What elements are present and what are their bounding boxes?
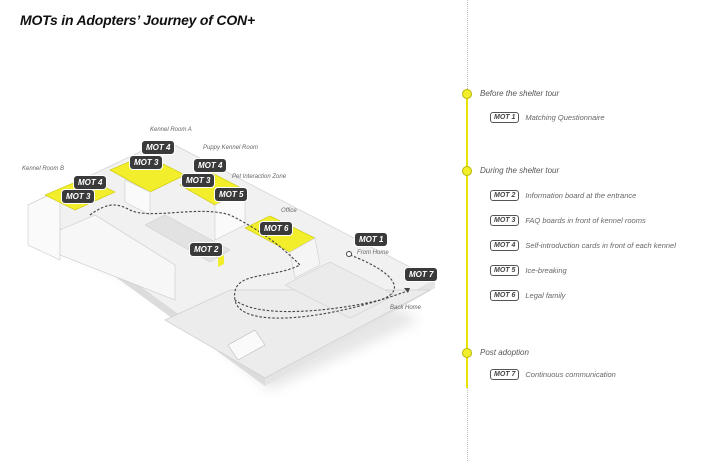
timeline-item: MOT 5 Ice-breaking (490, 265, 567, 276)
page-title: MOTs in Adopters’ Journey of CON+ (20, 12, 255, 28)
timeline-active-line (466, 94, 468, 388)
label-puppy-kennel-room: Puppy Kennel Room (203, 145, 259, 151)
mot-description: FAQ boards in front of kennel rooms (525, 216, 646, 225)
mot-badge: MOT 6 (490, 290, 520, 301)
mot-badge: MOT 4 (490, 240, 520, 251)
tag-kennel-b-mot3: MOT 3 (62, 190, 95, 203)
mot-badge: MOT 7 (490, 369, 520, 380)
label-back-home: Back Home (390, 305, 422, 311)
timeline-node-before (462, 89, 472, 99)
label-kennel-room-a: Kennel Room A (150, 127, 192, 133)
mot-badge: MOT 3 (490, 215, 520, 226)
label-pet-interaction-zone: Pet Interaction Zone (232, 174, 287, 180)
mot-description: Ice-breaking (525, 266, 567, 275)
timeline-item: MOT 6 Legal family (490, 290, 565, 301)
timeline-node-post (462, 348, 472, 358)
label-from-home: From Home (357, 250, 389, 256)
timeline-item: MOT 3 FAQ boards in front of kennel room… (490, 215, 646, 226)
tag-mot2: MOT 2 (190, 243, 223, 256)
back-home-arrow (404, 288, 410, 293)
phase-before: Before the shelter tour (480, 89, 560, 98)
mot-description: Legal family (525, 291, 566, 300)
shelter-isometric-map (27, 139, 436, 390)
tag-puppy-mot3: MOT 3 (182, 174, 215, 187)
tag-kennel-a-mot4: MOT 4 (142, 141, 175, 154)
home-path (234, 254, 395, 313)
timeline-item: MOT 2 Information board at the entrance (490, 190, 636, 201)
mot-description: Continuous communication (525, 370, 616, 379)
mot-description: Information board at the entrance (525, 191, 637, 200)
tag-kennel-b-mot4: MOT 4 (74, 176, 107, 189)
tag-mot5: MOT 5 (215, 188, 248, 201)
mot-badge: MOT 2 (490, 190, 520, 201)
label-kennel-room-b: Kennel Room B (22, 166, 65, 172)
tag-mot1: MOT 1 (355, 233, 388, 246)
label-office: Office (281, 208, 297, 214)
phase-during: During the shelter tour (480, 166, 560, 175)
timeline-item: MOT 7 Continuous communication (490, 369, 616, 380)
mot-badge: MOT 1 (490, 112, 520, 123)
mot-description: Self-introduction cards in front of each… (525, 241, 676, 250)
stairs (227, 329, 266, 361)
tour-path (89, 204, 411, 319)
mot-description: Matching Questionnaire (525, 113, 605, 122)
timeline-node-during (462, 166, 472, 176)
parking-area (164, 289, 431, 379)
from-home-start (346, 251, 352, 257)
tag-mot7: MOT 7 (405, 268, 438, 281)
timeline-item: MOT 1 Matching Questionnaire (490, 112, 605, 123)
tag-puppy-mot4: MOT 4 (194, 159, 227, 172)
long-building (59, 214, 176, 301)
mot-badge: MOT 5 (490, 265, 520, 276)
phase-post: Post adoption (480, 348, 529, 357)
tag-kennel-a-mot3: MOT 3 (130, 156, 163, 169)
tag-mot6: MOT 6 (260, 222, 293, 235)
kennel-room-b-wall (27, 189, 61, 261)
timeline-item: MOT 4 Self-introduction cards in front o… (490, 240, 676, 251)
